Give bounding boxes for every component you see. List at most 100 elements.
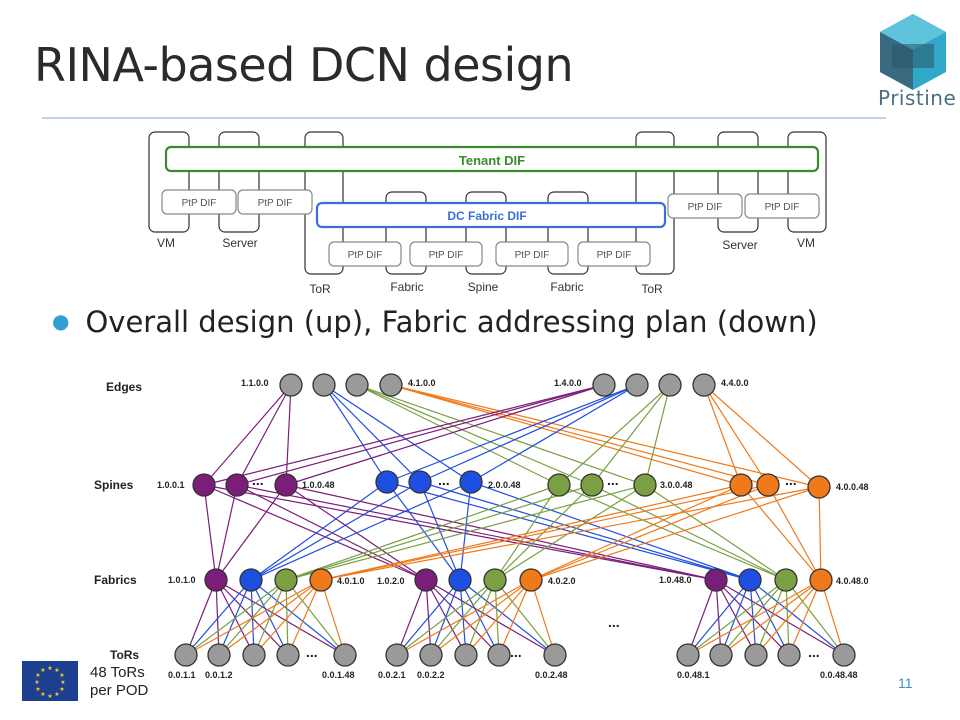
link-line bbox=[203, 484, 427, 581]
tor-node bbox=[676, 643, 700, 667]
svg-text:★: ★ bbox=[54, 667, 59, 674]
eu-caption-line: 48 ToRs bbox=[90, 664, 145, 681]
ellipsis: ... bbox=[608, 614, 620, 630]
link-line bbox=[285, 384, 292, 486]
spine-node bbox=[459, 470, 483, 494]
fabric-node bbox=[809, 568, 833, 592]
link-line bbox=[558, 384, 671, 486]
vm-left-box bbox=[148, 131, 190, 233]
link-line bbox=[470, 481, 751, 581]
svg-text:★: ★ bbox=[59, 672, 64, 679]
tor-addr: 0.0.1.1 bbox=[168, 670, 196, 680]
fabric-dif-bar bbox=[315, 201, 667, 229]
link-line bbox=[498, 579, 532, 656]
link-line bbox=[459, 579, 556, 656]
tor-node bbox=[709, 643, 733, 667]
eu-caption-line: per POD bbox=[90, 682, 149, 699]
link-line bbox=[425, 579, 556, 656]
fabric-node bbox=[204, 568, 228, 592]
link-line bbox=[530, 486, 820, 581]
link-line bbox=[250, 481, 421, 581]
fabric-node bbox=[774, 568, 798, 592]
ptp-dif-box bbox=[744, 193, 820, 219]
link-line bbox=[430, 579, 532, 656]
link-line bbox=[755, 579, 822, 656]
link-line bbox=[390, 384, 820, 488]
ptp-dif-box bbox=[667, 193, 743, 219]
row-label-fabrics: Fabrics bbox=[94, 573, 137, 587]
link-line bbox=[285, 484, 427, 581]
link-line bbox=[390, 384, 742, 486]
link-line bbox=[687, 579, 787, 656]
link-line bbox=[465, 579, 532, 656]
link-line bbox=[715, 579, 845, 656]
link-line bbox=[687, 579, 822, 656]
link-line bbox=[185, 579, 252, 656]
tor-node bbox=[487, 643, 511, 667]
link-line bbox=[287, 579, 322, 656]
link-line bbox=[749, 579, 845, 656]
fabric-node bbox=[309, 568, 333, 592]
link-line bbox=[320, 484, 742, 581]
link-line bbox=[323, 384, 421, 483]
ptp-dif-label: PtP DIF bbox=[348, 250, 383, 261]
edge-node bbox=[692, 373, 716, 397]
link-line bbox=[185, 579, 217, 656]
ellipsis: ... bbox=[306, 644, 318, 660]
tor-node bbox=[333, 643, 357, 667]
link-line bbox=[285, 484, 593, 581]
link-line bbox=[250, 579, 346, 656]
link-line bbox=[185, 579, 322, 656]
link-line bbox=[185, 579, 287, 656]
link-line bbox=[215, 579, 346, 656]
node-label-fabric: Fabric bbox=[390, 280, 423, 294]
logo-text: Pristine bbox=[878, 86, 957, 110]
link-line bbox=[396, 579, 461, 656]
edge-node bbox=[658, 373, 682, 397]
link-line bbox=[788, 579, 822, 656]
ellipsis: ... bbox=[785, 472, 797, 488]
link-line bbox=[591, 384, 671, 486]
eu-flag-icon: ★★★★ ★★★★ ★★★★ bbox=[22, 661, 78, 701]
edge-node bbox=[379, 373, 403, 397]
link-line bbox=[390, 384, 769, 486]
fabric-node bbox=[239, 568, 263, 592]
link-line bbox=[687, 579, 751, 656]
link-line bbox=[323, 384, 472, 483]
node-label-server: Server bbox=[722, 238, 757, 252]
spine-node bbox=[225, 473, 249, 497]
spine-node bbox=[580, 473, 604, 497]
edge-node bbox=[279, 373, 303, 397]
edge-node bbox=[345, 373, 369, 397]
link-line bbox=[419, 384, 638, 483]
link-line bbox=[386, 384, 638, 483]
edge-addr: 4.4.0.0 bbox=[721, 378, 749, 388]
link-line bbox=[320, 486, 820, 581]
link-line bbox=[494, 484, 646, 581]
link-line bbox=[530, 484, 769, 581]
tor-addr: 0.0.1.48 bbox=[322, 670, 355, 680]
link-line bbox=[396, 579, 427, 656]
fabric-addr: 1.0.2.0 bbox=[377, 576, 405, 586]
fabric-left-box bbox=[385, 191, 427, 275]
tor-node bbox=[744, 643, 768, 667]
ptp-dif-label: PtP DIF bbox=[597, 250, 632, 261]
tor-node bbox=[276, 643, 300, 667]
ptp-dif-box bbox=[237, 189, 313, 215]
edge-node bbox=[312, 373, 336, 397]
link-line bbox=[644, 384, 671, 486]
svg-text:★: ★ bbox=[35, 672, 40, 679]
link-line bbox=[356, 384, 560, 486]
svg-text:★: ★ bbox=[40, 667, 45, 674]
server-right-box bbox=[717, 131, 759, 233]
link-line bbox=[703, 384, 769, 486]
link-line bbox=[285, 579, 346, 656]
node-label-server: Server bbox=[222, 236, 257, 250]
link-line bbox=[215, 579, 220, 656]
ellipsis: ... bbox=[808, 644, 820, 660]
fabric-node bbox=[704, 568, 728, 592]
tenant-dif-bar bbox=[164, 145, 820, 173]
tor-node bbox=[777, 643, 801, 667]
ptp-dif-box bbox=[495, 241, 569, 267]
fabric-right-box bbox=[547, 191, 589, 275]
